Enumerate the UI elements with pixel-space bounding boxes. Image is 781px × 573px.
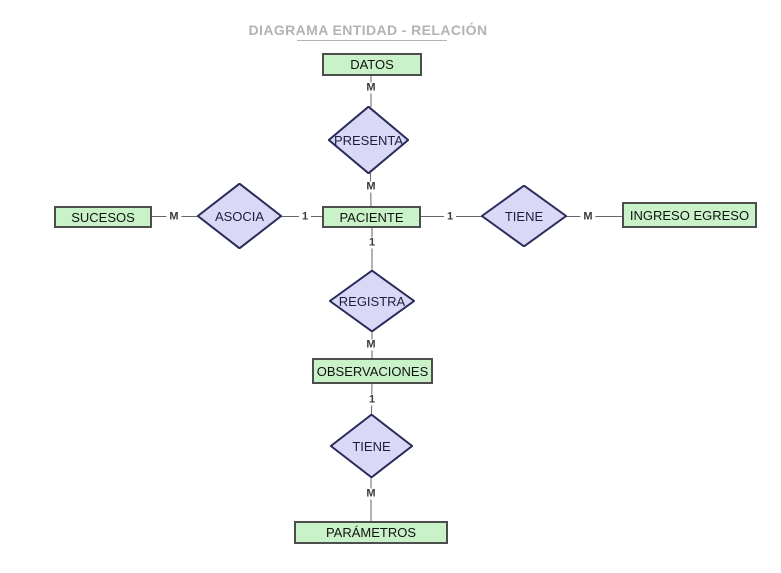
cardinality-label: M (166, 211, 182, 223)
diamond-shape-icon (197, 183, 282, 249)
cardinality-label: M (363, 181, 379, 193)
entity-paciente: PACIENTE (322, 206, 421, 228)
relationship-tiene-right: TIENE (481, 185, 567, 247)
relationship-label: TIENE (504, 208, 544, 224)
cardinality-label: 1 (298, 211, 312, 223)
relationship-asocia: ASOCIA (197, 183, 282, 249)
title-underline (297, 40, 447, 41)
relationship-tiene-bottom: TIENE (330, 414, 413, 478)
diamond-shape-icon (330, 414, 413, 478)
relationship-label: TIENE (352, 438, 391, 454)
cardinality-label: 1 (365, 394, 379, 406)
relationship-presenta: PRESENTA (328, 106, 409, 174)
cardinality-label: M (363, 488, 379, 500)
cardinality-label: 1 (365, 237, 379, 249)
relationship-label: PRESENTA (333, 132, 404, 148)
entity-parametros: PARÁMETROS (294, 521, 448, 544)
diamond-shape-icon (329, 270, 415, 332)
entity-observaciones: OBSERVACIONES (312, 358, 433, 384)
relationship-registra: REGISTRA (329, 270, 415, 332)
diagram-title: DIAGRAMA ENTIDAD - RELACIÓN (248, 22, 488, 38)
entity-datos: DATOS (322, 53, 422, 76)
entity-sucesos: SUCESOS (54, 206, 152, 228)
cardinality-label: M (363, 82, 379, 94)
relationship-label: REGISTRA (338, 293, 406, 309)
diamond-shape-icon (481, 185, 567, 247)
relationship-label: ASOCIA (214, 208, 265, 224)
cardinality-label: M (580, 211, 596, 223)
cardinality-label: 1 (443, 211, 457, 223)
diamond-shape-icon (328, 106, 409, 174)
cardinality-label: M (363, 339, 379, 351)
entity-ingreso-egreso: INGRESO EGRESO (622, 202, 757, 228)
